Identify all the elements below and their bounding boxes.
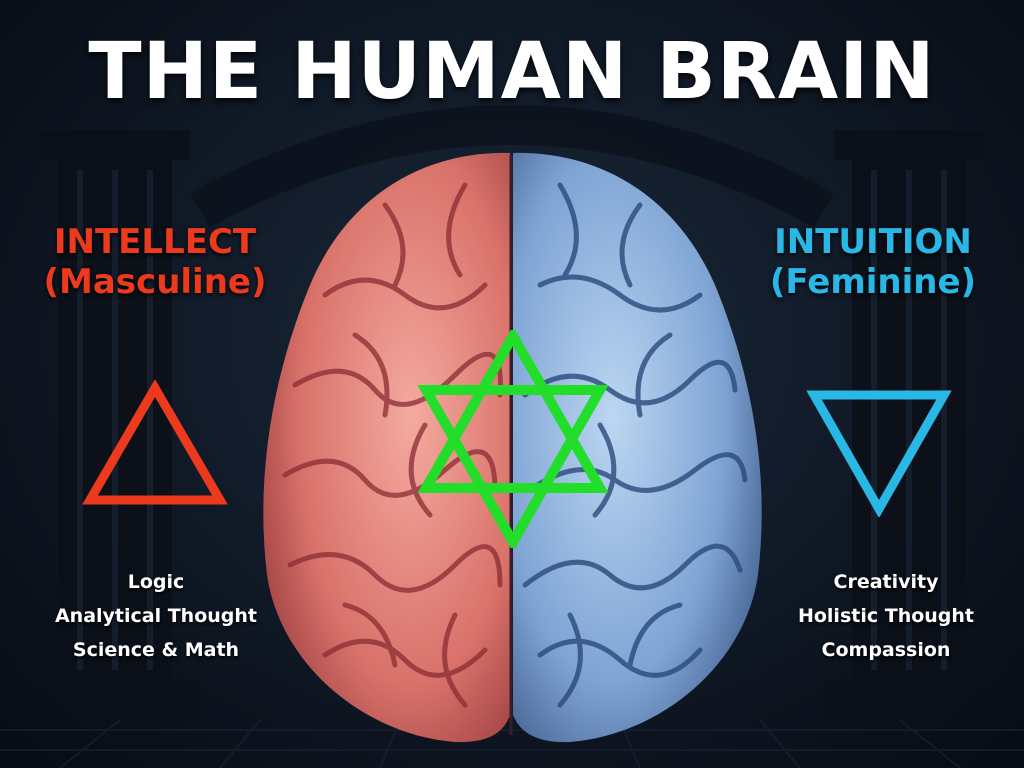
left-hemisphere-heading: INTELLECT (Masculine) [15, 222, 295, 302]
intuition-label: INTUITION [774, 222, 972, 262]
right-hemisphere [513, 152, 762, 743]
upward-triangle-icon [82, 380, 228, 505]
right-column-capital [834, 130, 984, 160]
list-item: Analytical Thought [54, 605, 258, 627]
left-column-base [30, 680, 200, 720]
intellect-label: INTELLECT [53, 222, 257, 262]
list-item: Science & Math [72, 639, 240, 661]
masculine-label: (Masculine) [43, 262, 267, 302]
brain-illustration [263, 152, 762, 743]
list-item: Holistic Thought [797, 605, 975, 627]
hexagram-star-icon [418, 330, 608, 548]
left-column-capital [40, 130, 190, 160]
feminine-label: (Feminine) [769, 262, 977, 302]
list-item: Creativity [833, 571, 939, 593]
left-traits-list: Logic Analytical Thought Science & Math [25, 565, 287, 667]
right-hemisphere-heading: INTUITION (Feminine) [728, 222, 1018, 302]
list-item: Logic [127, 571, 185, 593]
left-hemisphere [263, 152, 510, 743]
right-column-base [824, 680, 994, 720]
page-title: THE HUMAN BRAIN [88, 27, 936, 117]
list-item: Compassion [821, 639, 951, 661]
downward-triangle-icon [806, 390, 952, 517]
right-traits-list: Creativity Holistic Thought Compassion [755, 565, 1017, 667]
